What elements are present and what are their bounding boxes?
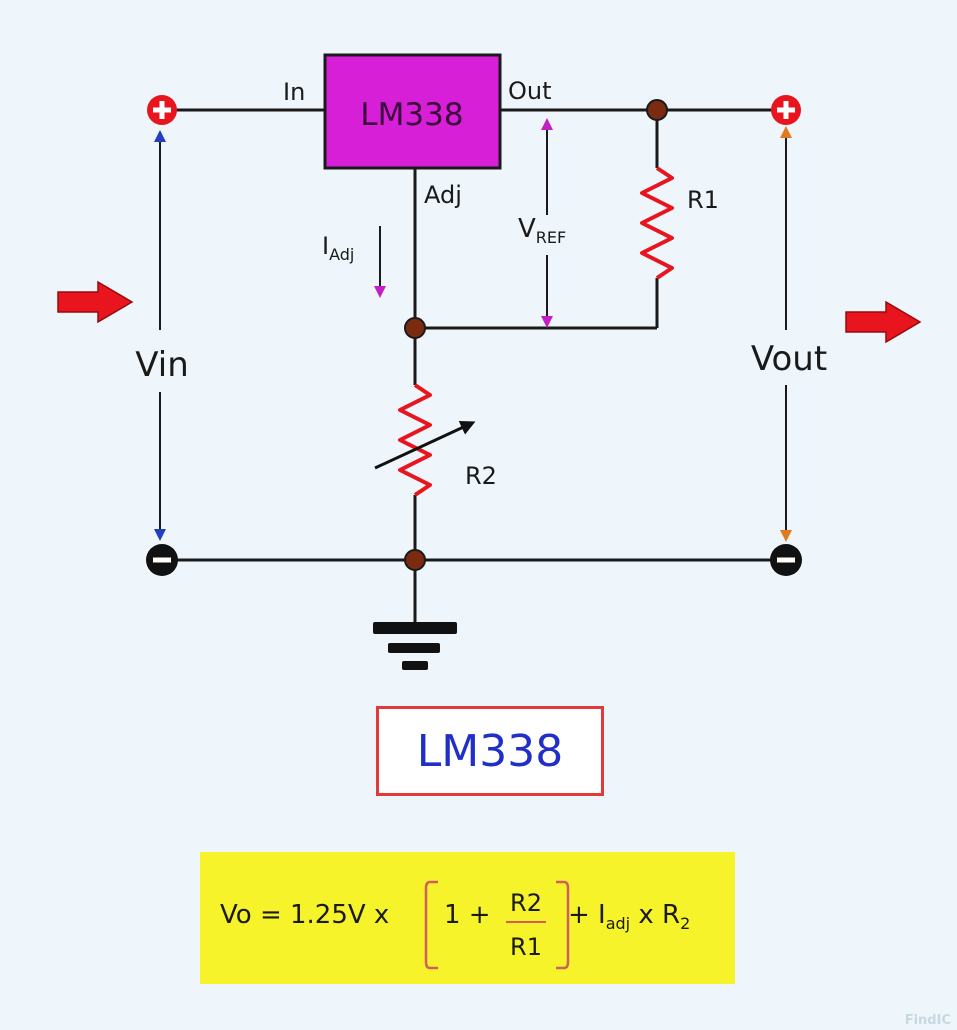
ground-symbol	[373, 622, 457, 670]
pin-adj-label: Adj	[424, 181, 462, 209]
output-flow-arrow	[845, 300, 922, 344]
r1-resistor	[640, 166, 674, 280]
terminal-vin-minus	[146, 544, 178, 576]
formula-denominator: R1	[510, 933, 542, 961]
diagram-title: LM338	[416, 725, 564, 777]
vref-label: VREF	[518, 214, 566, 247]
node-out	[646, 99, 668, 121]
lm338-chip	[323, 53, 502, 170]
title-box: LM338	[376, 706, 604, 796]
terminal-vout-minus	[770, 544, 802, 576]
iadj-label: IAdj	[322, 232, 354, 264]
formula-box: Vo = 1.25V x 1 + R2 R1 + Iadj x R2	[200, 852, 735, 984]
watermark: FindIC	[904, 1013, 951, 1028]
wires	[162, 108, 786, 622]
terminal-vout-plus	[771, 95, 801, 125]
formula-lhs: Vo = 1.25V x	[220, 900, 389, 930]
r2-adjust-arrow	[374, 420, 476, 470]
vin-label: Vin	[135, 345, 189, 385]
input-flow-arrow	[57, 280, 134, 324]
formula-tail: + Iadj x R2	[568, 900, 690, 933]
junction-nodes	[404, 99, 668, 571]
pin-out-label: Out	[508, 77, 552, 105]
formula-one-plus: 1 +	[444, 900, 491, 930]
formula-left-bracket	[424, 880, 438, 970]
chip-name: LM338	[360, 97, 463, 133]
vout-label: Vout	[751, 339, 827, 379]
formula-right-bracket	[556, 880, 570, 970]
pin-in-label: In	[283, 78, 305, 106]
node-ground	[404, 549, 426, 571]
formula: Vo = 1.25V x 1 + R2 R1 + Iadj x R2	[220, 880, 690, 970]
terminal-vin-plus	[147, 95, 177, 125]
node-adj	[404, 317, 426, 339]
r1-label: R1	[687, 186, 719, 214]
r2-resistor	[398, 383, 432, 497]
r2-label: R2	[465, 462, 497, 490]
formula-numerator: R2	[510, 889, 542, 917]
